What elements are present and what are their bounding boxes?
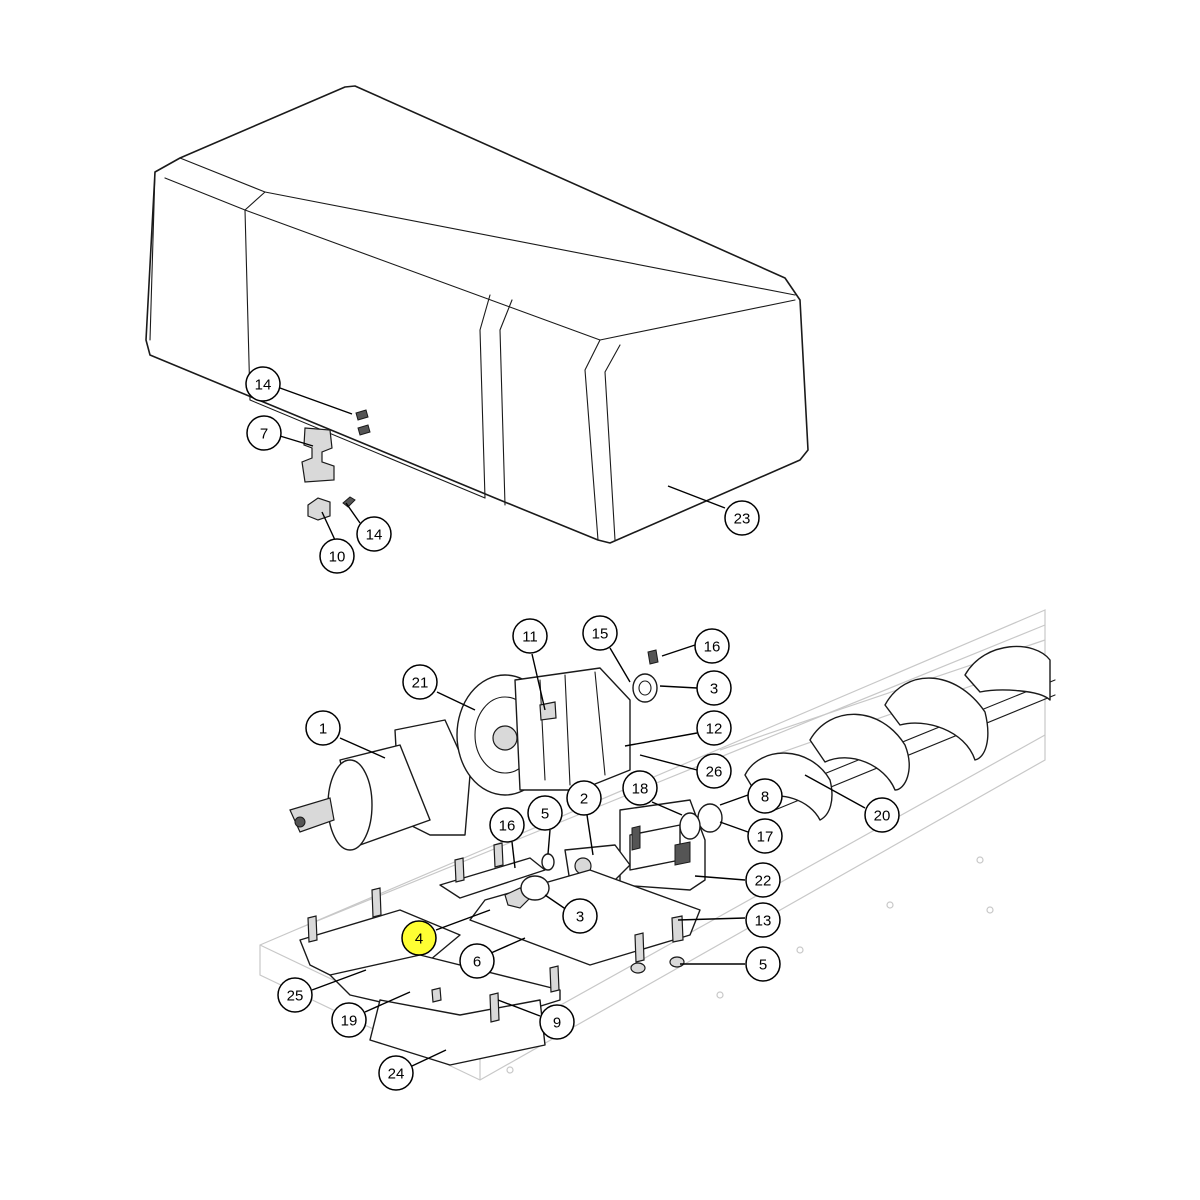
callout-3: 3 xyxy=(562,898,598,934)
callout-23: 23 xyxy=(724,500,760,536)
callout-17: 17 xyxy=(747,818,783,854)
callout-16: 16 xyxy=(694,628,730,664)
svg-text:2: 2 xyxy=(580,791,588,808)
svg-text:16: 16 xyxy=(704,639,721,656)
callout-1: 1 xyxy=(305,710,341,746)
svg-text:13: 13 xyxy=(755,913,772,930)
callout-21: 21 xyxy=(402,664,438,700)
callout-3: 3 xyxy=(696,670,732,706)
callout-20: 20 xyxy=(864,797,900,833)
callout-12: 12 xyxy=(696,710,732,746)
svg-text:9: 9 xyxy=(553,1015,561,1032)
callout-6: 6 xyxy=(459,943,495,979)
callout-15: 15 xyxy=(582,615,618,651)
svg-text:20: 20 xyxy=(874,808,891,825)
svg-text:11: 11 xyxy=(522,629,538,646)
svg-text:21: 21 xyxy=(412,675,429,692)
electric-motor xyxy=(289,719,471,851)
svg-text:1: 1 xyxy=(319,721,327,738)
svg-text:5: 5 xyxy=(759,957,767,974)
svg-text:3: 3 xyxy=(710,681,718,698)
callout-5: 5 xyxy=(527,795,563,831)
leader-lines xyxy=(279,387,866,1067)
callout-8: 8 xyxy=(747,778,783,814)
callout-25: 25 xyxy=(277,977,313,1013)
svg-text:23: 23 xyxy=(734,511,751,528)
callout-18: 18 xyxy=(622,770,658,806)
callout-14: 14 xyxy=(356,516,392,552)
bracket-part xyxy=(301,427,335,483)
svg-text:26: 26 xyxy=(706,764,723,781)
callout-19: 19 xyxy=(331,1002,367,1038)
svg-text:10: 10 xyxy=(329,549,346,566)
drive-mount-bracket xyxy=(619,799,723,891)
svg-text:4: 4 xyxy=(415,931,423,948)
svg-text:16: 16 xyxy=(499,818,516,835)
svg-text:22: 22 xyxy=(755,873,772,890)
gearbox-assembly xyxy=(456,667,631,796)
mounting-bolts xyxy=(307,842,685,1023)
bearing-collar-top xyxy=(632,649,659,703)
callout-16: 16 xyxy=(489,807,525,843)
svg-text:3: 3 xyxy=(576,909,584,926)
callout-26: 26 xyxy=(696,753,732,789)
svg-text:17: 17 xyxy=(757,829,774,846)
svg-text:8: 8 xyxy=(761,789,769,806)
callout-7: 7 xyxy=(246,415,282,451)
svg-text:25: 25 xyxy=(287,988,304,1005)
svg-text:7: 7 xyxy=(260,426,268,443)
cover-housing xyxy=(145,85,809,544)
svg-text:14: 14 xyxy=(366,527,383,544)
auger-flighting xyxy=(744,645,1056,821)
callout-11: 11 xyxy=(512,618,548,654)
callout-5: 5 xyxy=(745,946,781,982)
svg-text:12: 12 xyxy=(706,721,723,738)
svg-text:5: 5 xyxy=(541,806,549,823)
callout-9: 9 xyxy=(539,1004,575,1040)
clip-part xyxy=(307,497,331,521)
callout-13: 13 xyxy=(745,902,781,938)
callout-4: 4 xyxy=(401,920,437,956)
svg-text:24: 24 xyxy=(388,1066,405,1083)
callout-24: 24 xyxy=(378,1055,414,1091)
svg-text:19: 19 xyxy=(341,1013,358,1030)
svg-text:14: 14 xyxy=(255,377,272,394)
svg-text:6: 6 xyxy=(473,954,481,971)
svg-text:15: 15 xyxy=(592,626,609,643)
callout-14: 14 xyxy=(245,366,281,402)
callout-22: 22 xyxy=(745,862,781,898)
screw-parts xyxy=(342,409,371,508)
callout-2: 2 xyxy=(566,780,602,816)
svg-text:18: 18 xyxy=(632,781,649,798)
callout-10: 10 xyxy=(319,538,355,574)
